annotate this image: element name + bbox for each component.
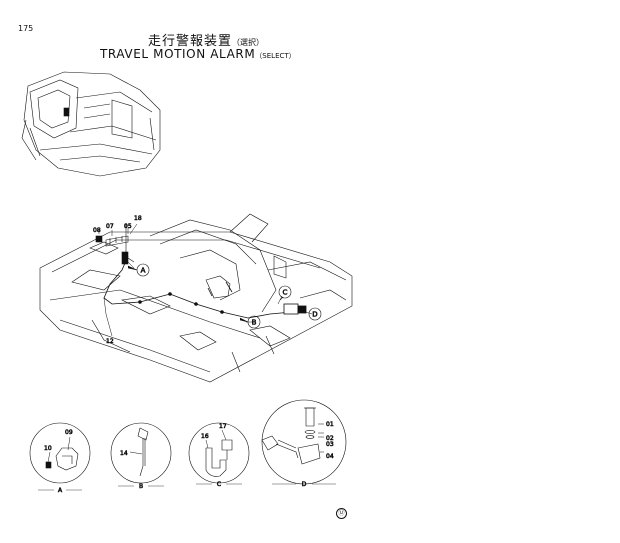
bracket-assembly <box>95 224 135 265</box>
detail-b: 14 B <box>110 422 172 490</box>
detail-b-label: B <box>139 483 143 490</box>
detail-a: 09 10 A <box>29 422 91 494</box>
part-label-02: 02 <box>326 435 334 442</box>
part-label-18: 18 <box>134 215 142 222</box>
leader-lines <box>98 223 313 337</box>
svg-text:D: D <box>312 311 317 319</box>
part-label-01: 01 <box>326 421 334 428</box>
part-label-10: 10 <box>44 445 52 452</box>
detail-c-label: C <box>217 481 221 488</box>
part-label-14: 14 <box>120 450 128 457</box>
callout-b[interactable]: B <box>239 315 261 329</box>
detail-d: 01 02 03 04 D <box>261 399 347 488</box>
callout-a[interactable]: A <box>127 263 150 277</box>
part-label-08: 08 <box>93 227 101 234</box>
title-japanese: 走行警報装置（選択） <box>148 34 265 49</box>
svg-text:A: A <box>141 267 146 275</box>
wiring-harness <box>103 255 307 319</box>
callout-d[interactable]: D <box>308 307 322 321</box>
title-english: TRAVEL MOTION ALARM（SELECT） <box>100 47 296 61</box>
part-label-17: 17 <box>219 423 227 430</box>
detail-c: 16 17 C <box>188 422 250 488</box>
callout-c[interactable]: C <box>278 285 292 301</box>
machine-overview <box>21 71 161 177</box>
part-label-07: 07 <box>106 223 114 230</box>
part-label-03: 03 <box>326 441 334 448</box>
part-label-04: 04 <box>326 453 334 460</box>
part-label-16: 16 <box>201 433 209 440</box>
part-label-05: 05 <box>124 223 132 230</box>
part-label-09: 09 <box>65 429 73 436</box>
detail-d-label: D <box>302 481 307 488</box>
svg-text:B: B <box>252 319 257 327</box>
corner-mark: Ⓤ <box>336 508 347 519</box>
svg-text:C: C <box>283 289 288 297</box>
chassis-frame <box>39 213 353 383</box>
page-number: 175 <box>18 24 34 33</box>
part-label-12: 12 <box>106 338 114 345</box>
detail-a-label: A <box>58 487 63 494</box>
